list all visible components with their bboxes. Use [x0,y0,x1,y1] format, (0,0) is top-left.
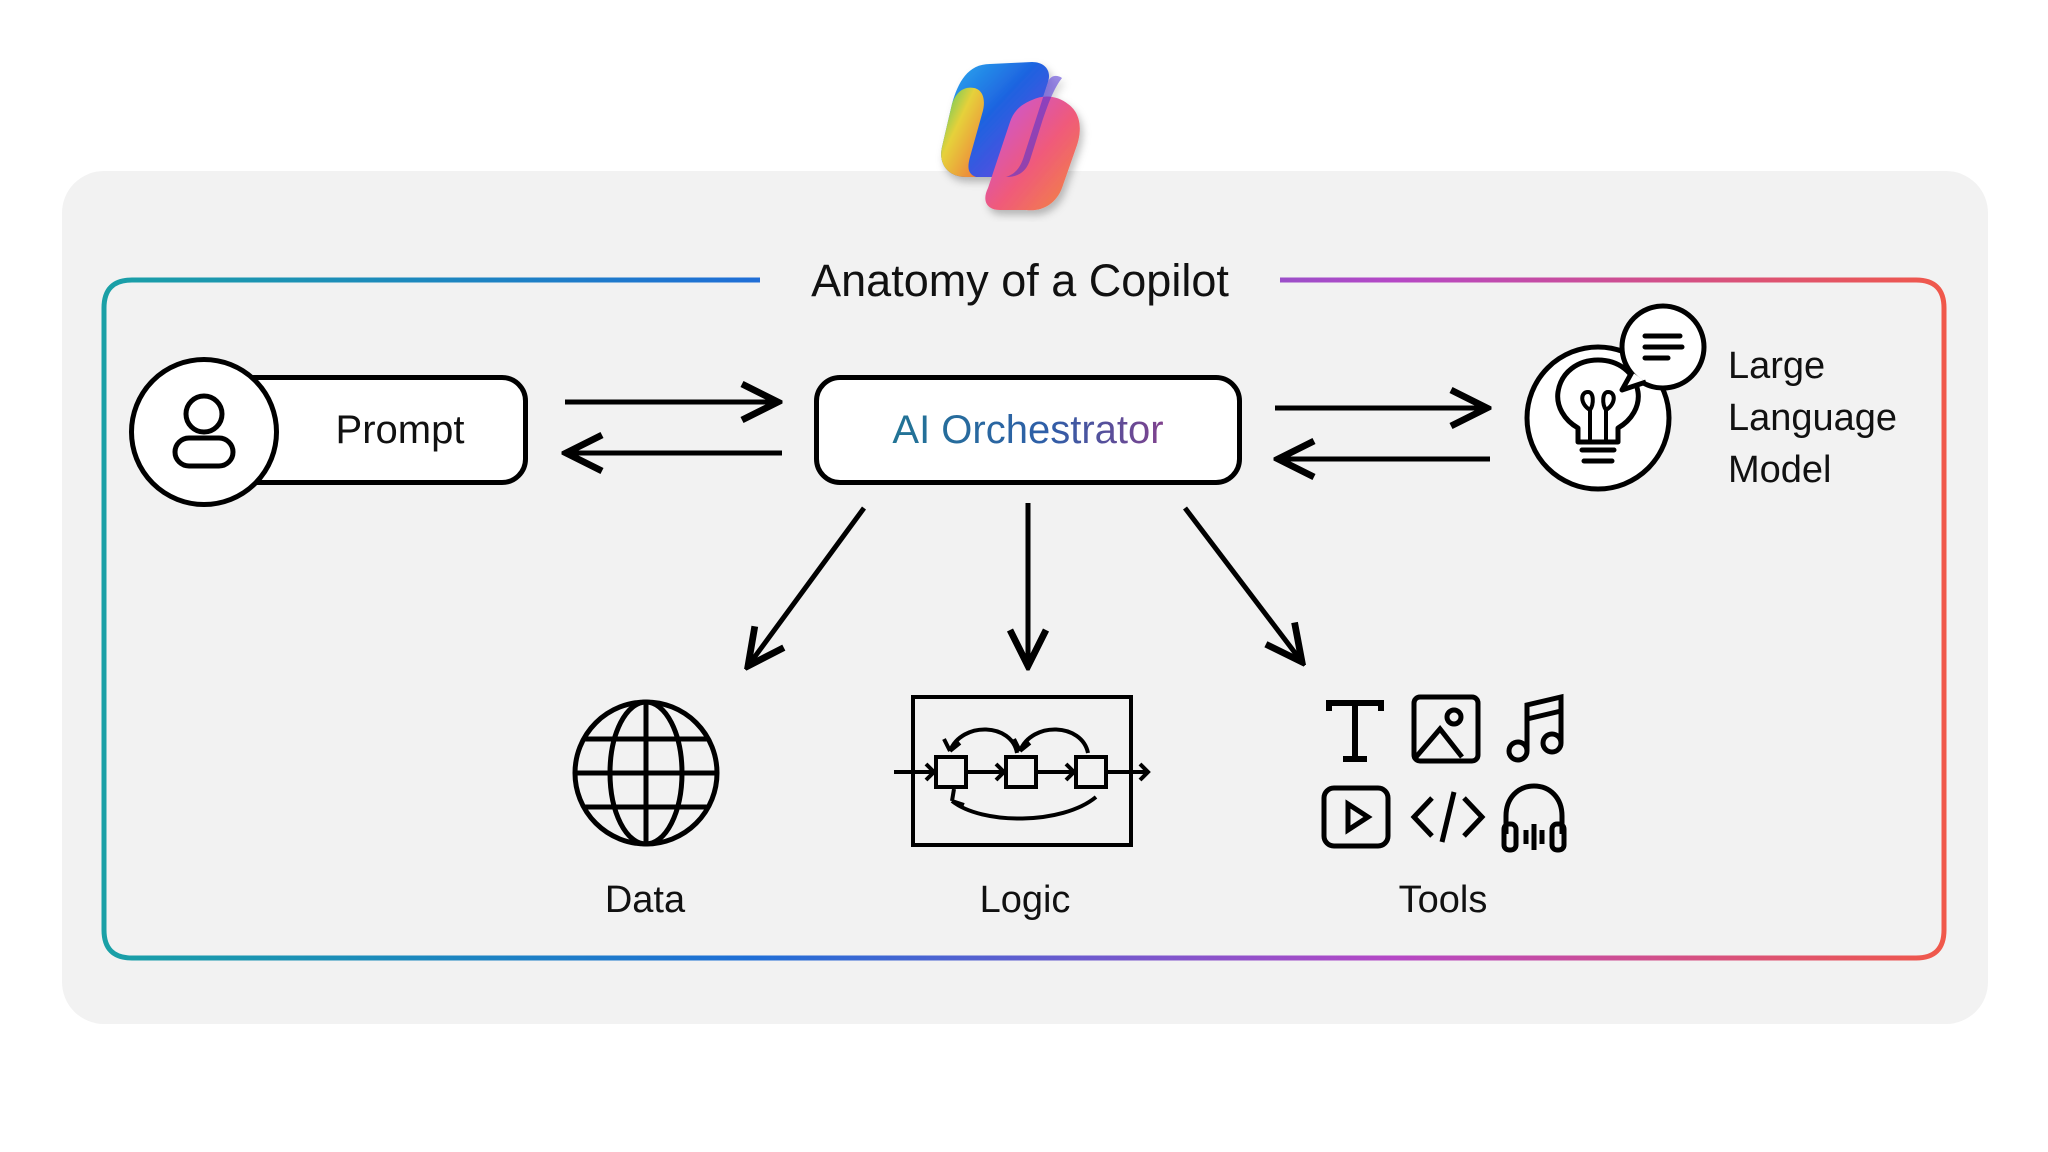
user-icon [172,393,236,469]
orchestrator-node [814,375,1242,485]
logic-label: Logic [979,879,1071,921]
orchestrator-label: AI Orchestrator [818,400,1238,460]
flow-loop-icon [894,695,1151,847]
video-play-icon [1321,785,1391,849]
llm-label-line-2: Language [1728,397,1898,439]
llm-label: Large Language Model [1728,340,1968,500]
music-icon [1506,693,1564,763]
copilot-logo [941,62,1080,211]
data-label: Data [604,879,686,921]
llm-label-line-1: Large [1728,345,1826,387]
diagram-title: Anatomy of a Copilot [811,255,1229,306]
globe-icon [572,699,720,847]
image-icon [1411,694,1481,764]
code-icon [1410,791,1486,843]
arrow-to-tools [1183,506,1302,662]
lightbulb-chat-icon [1524,303,1707,492]
headphones-icon [1501,783,1567,853]
arrow-to-data [748,506,867,666]
tools-label: Tools [1398,879,1488,921]
prompt-label: Prompt [335,408,465,452]
llm-label-line-3: Model [1728,449,1832,491]
text-icon [1326,700,1384,762]
